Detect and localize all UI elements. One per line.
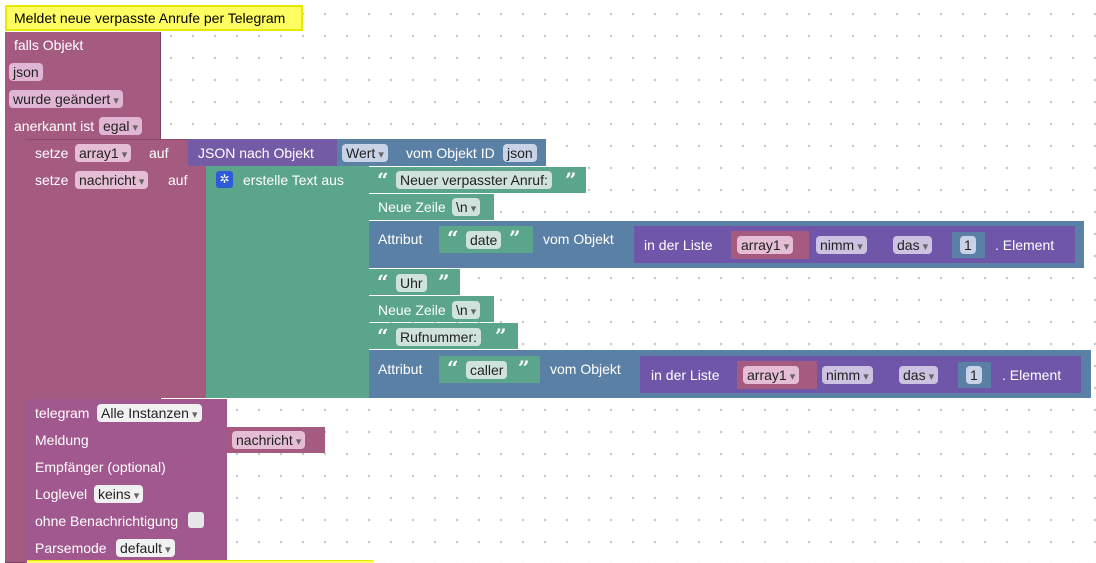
set-nachricht-var-dropdown[interactable]: nachricht bbox=[75, 171, 149, 189]
list-1-which-dropdown[interactable]: das bbox=[893, 236, 933, 254]
string-3-value[interactable]: Rufnummer: bbox=[396, 328, 482, 346]
json-to-object-block[interactable] bbox=[188, 139, 338, 166]
gear-icon[interactable]: ✲ bbox=[216, 171, 233, 188]
string-1-value[interactable]: Neuer verpasster Anruf: bbox=[396, 171, 552, 189]
telegram-silent-label: ohne Benachrichtigung bbox=[35, 513, 179, 529]
set-nachricht-label: setze bbox=[35, 172, 69, 188]
telegram-message-label: Meldung bbox=[35, 432, 89, 448]
comment-text: Meldet neue verpasste Anrufe per Telegra… bbox=[14, 10, 286, 26]
value-obj-label: vom Objekt ID bbox=[406, 145, 495, 161]
attribute-2-label: Attribut bbox=[378, 361, 423, 377]
quote-open-icon: “ bbox=[447, 226, 459, 250]
list-1-var-dropdown[interactable]: array1 bbox=[737, 236, 794, 254]
quote-close-icon: ” bbox=[495, 324, 507, 348]
list-2-label: in der Liste bbox=[651, 367, 720, 383]
value-mode-dropdown[interactable]: Wert bbox=[342, 144, 388, 162]
silent-checkbox[interactable] bbox=[188, 512, 204, 528]
list-1-label: in der Liste bbox=[644, 237, 713, 253]
set-nachricht-on: auf bbox=[168, 172, 188, 188]
list-1-mode-dropdown[interactable]: nimm bbox=[816, 236, 867, 254]
attribute-1-key[interactable]: date bbox=[466, 231, 502, 249]
newline-1-label: Neue Zeile bbox=[378, 199, 446, 215]
telegram-loglevel-dropdown[interactable]: keins bbox=[94, 485, 144, 503]
list-2-index[interactable]: 1 bbox=[966, 366, 982, 384]
list-1-suffix: . Element bbox=[995, 237, 1055, 253]
list-2-mode-dropdown[interactable]: nimm bbox=[822, 366, 873, 384]
comment-block-partial[interactable] bbox=[27, 560, 373, 563]
set-nachricht-block[interactable] bbox=[25, 166, 208, 398]
message-var-dropdown[interactable]: nachricht bbox=[232, 431, 306, 449]
newline-2-dropdown[interactable]: \n bbox=[452, 301, 481, 319]
quote-open-icon: “ bbox=[377, 270, 389, 294]
telegram-parsemode-dropdown[interactable]: default bbox=[116, 539, 175, 557]
value-obj-id[interactable]: json bbox=[503, 144, 537, 162]
telegram-loglevel-label: Loglevel bbox=[35, 486, 88, 502]
text-join-block[interactable] bbox=[206, 166, 369, 398]
telegram-recipient-label: Empfänger (optional) bbox=[35, 459, 166, 475]
trigger-title: falls Objekt bbox=[14, 37, 84, 53]
quote-open-icon: “ bbox=[377, 168, 389, 192]
quote-close-icon: ” bbox=[509, 226, 521, 250]
list-2-var-dropdown[interactable]: array1 bbox=[743, 366, 800, 384]
comment-block[interactable] bbox=[5, 5, 303, 31]
telegram-label: telegram bbox=[35, 405, 90, 421]
string-2-value[interactable]: Uhr bbox=[396, 274, 427, 292]
json-to-object-label: JSON nach Objekt bbox=[198, 145, 314, 161]
trigger-object-id[interactable]: json bbox=[9, 63, 43, 81]
set-array1-label: setze bbox=[35, 145, 69, 161]
trigger-ack-label: anerkannt ist bbox=[14, 118, 95, 134]
trigger-block-body bbox=[5, 137, 27, 563]
telegram-block[interactable] bbox=[25, 399, 227, 563]
attribute-1-label: Attribut bbox=[378, 231, 423, 247]
list-1-index[interactable]: 1 bbox=[960, 236, 976, 254]
trigger-event-dropdown[interactable]: wurde geändert bbox=[9, 90, 123, 108]
list-2-which-dropdown[interactable]: das bbox=[899, 366, 939, 384]
set-array1-on: auf bbox=[149, 145, 169, 161]
trigger-ack-dropdown[interactable]: egal bbox=[99, 117, 143, 135]
quote-close-icon: ” bbox=[565, 168, 577, 192]
telegram-parsemode-label: Parsemode bbox=[35, 540, 107, 556]
quote-open-icon: “ bbox=[447, 356, 459, 380]
newline-1-dropdown[interactable]: \n bbox=[452, 198, 481, 216]
set-array1-var-dropdown[interactable]: array1 bbox=[75, 144, 132, 162]
quote-close-icon: ” bbox=[518, 356, 530, 380]
attribute-1-from: vom Objekt bbox=[543, 231, 614, 247]
attribute-2-key[interactable]: caller bbox=[466, 361, 508, 379]
telegram-instance-dropdown[interactable]: Alle Instanzen bbox=[97, 404, 202, 422]
list-2-suffix: . Element bbox=[1002, 367, 1062, 383]
quote-close-icon: ” bbox=[438, 270, 450, 294]
quote-open-icon: “ bbox=[377, 324, 389, 348]
text-join-label: erstelle Text aus bbox=[243, 172, 344, 188]
attribute-2-from: vom Objekt bbox=[550, 361, 621, 377]
newline-2-label: Neue Zeile bbox=[378, 302, 446, 318]
